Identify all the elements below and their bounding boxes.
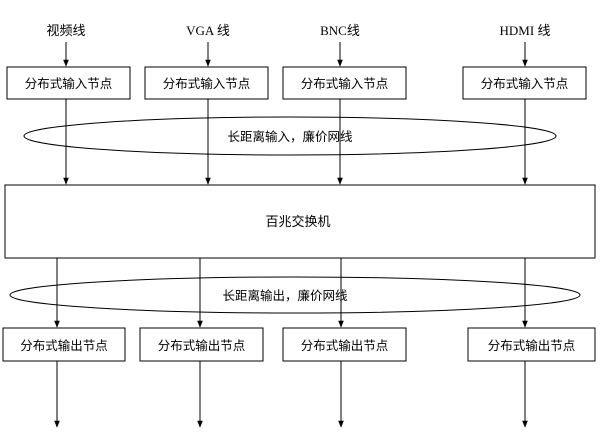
source-label-video: 视频线 <box>46 23 85 38</box>
switch-label: 百兆交换机 <box>265 214 330 230</box>
output-node-3 <box>282 327 407 362</box>
output-ring-label: 长距离输出，廉价网线 <box>222 288 348 303</box>
output-node-1-label: 分布式输出节点 <box>20 338 108 353</box>
input-node-3 <box>282 66 407 100</box>
input-node-2 <box>144 66 269 100</box>
output-node-3-label: 分布式输出节点 <box>301 338 389 353</box>
input-node-1-label: 分布式输入节点 <box>25 76 113 91</box>
output-ring-ellipse <box>9 276 581 314</box>
switch-box <box>4 184 596 259</box>
source-label-vga: VGA 线 <box>186 23 230 38</box>
input-node-3-label: 分布式输入节点 <box>301 76 389 91</box>
input-node-1 <box>6 66 131 100</box>
input-ring-label: 长距离输入，廉价网线 <box>227 129 353 144</box>
output-node-4-label: 分布式输出节点 <box>488 338 576 353</box>
source-label-bnc: BNC线 <box>320 23 360 38</box>
input-node-4-label: 分布式输入节点 <box>481 76 569 91</box>
input-ring-ellipse <box>23 116 557 156</box>
output-node-2-label: 分布式输出节点 <box>158 338 246 353</box>
input-node-2-label: 分布式输入节点 <box>163 76 251 91</box>
source-label-hdmi: HDMI 线 <box>500 23 551 38</box>
output-node-1 <box>2 327 126 362</box>
output-node-4 <box>467 327 596 362</box>
input-node-4 <box>462 66 587 100</box>
output-node-2 <box>139 327 264 362</box>
